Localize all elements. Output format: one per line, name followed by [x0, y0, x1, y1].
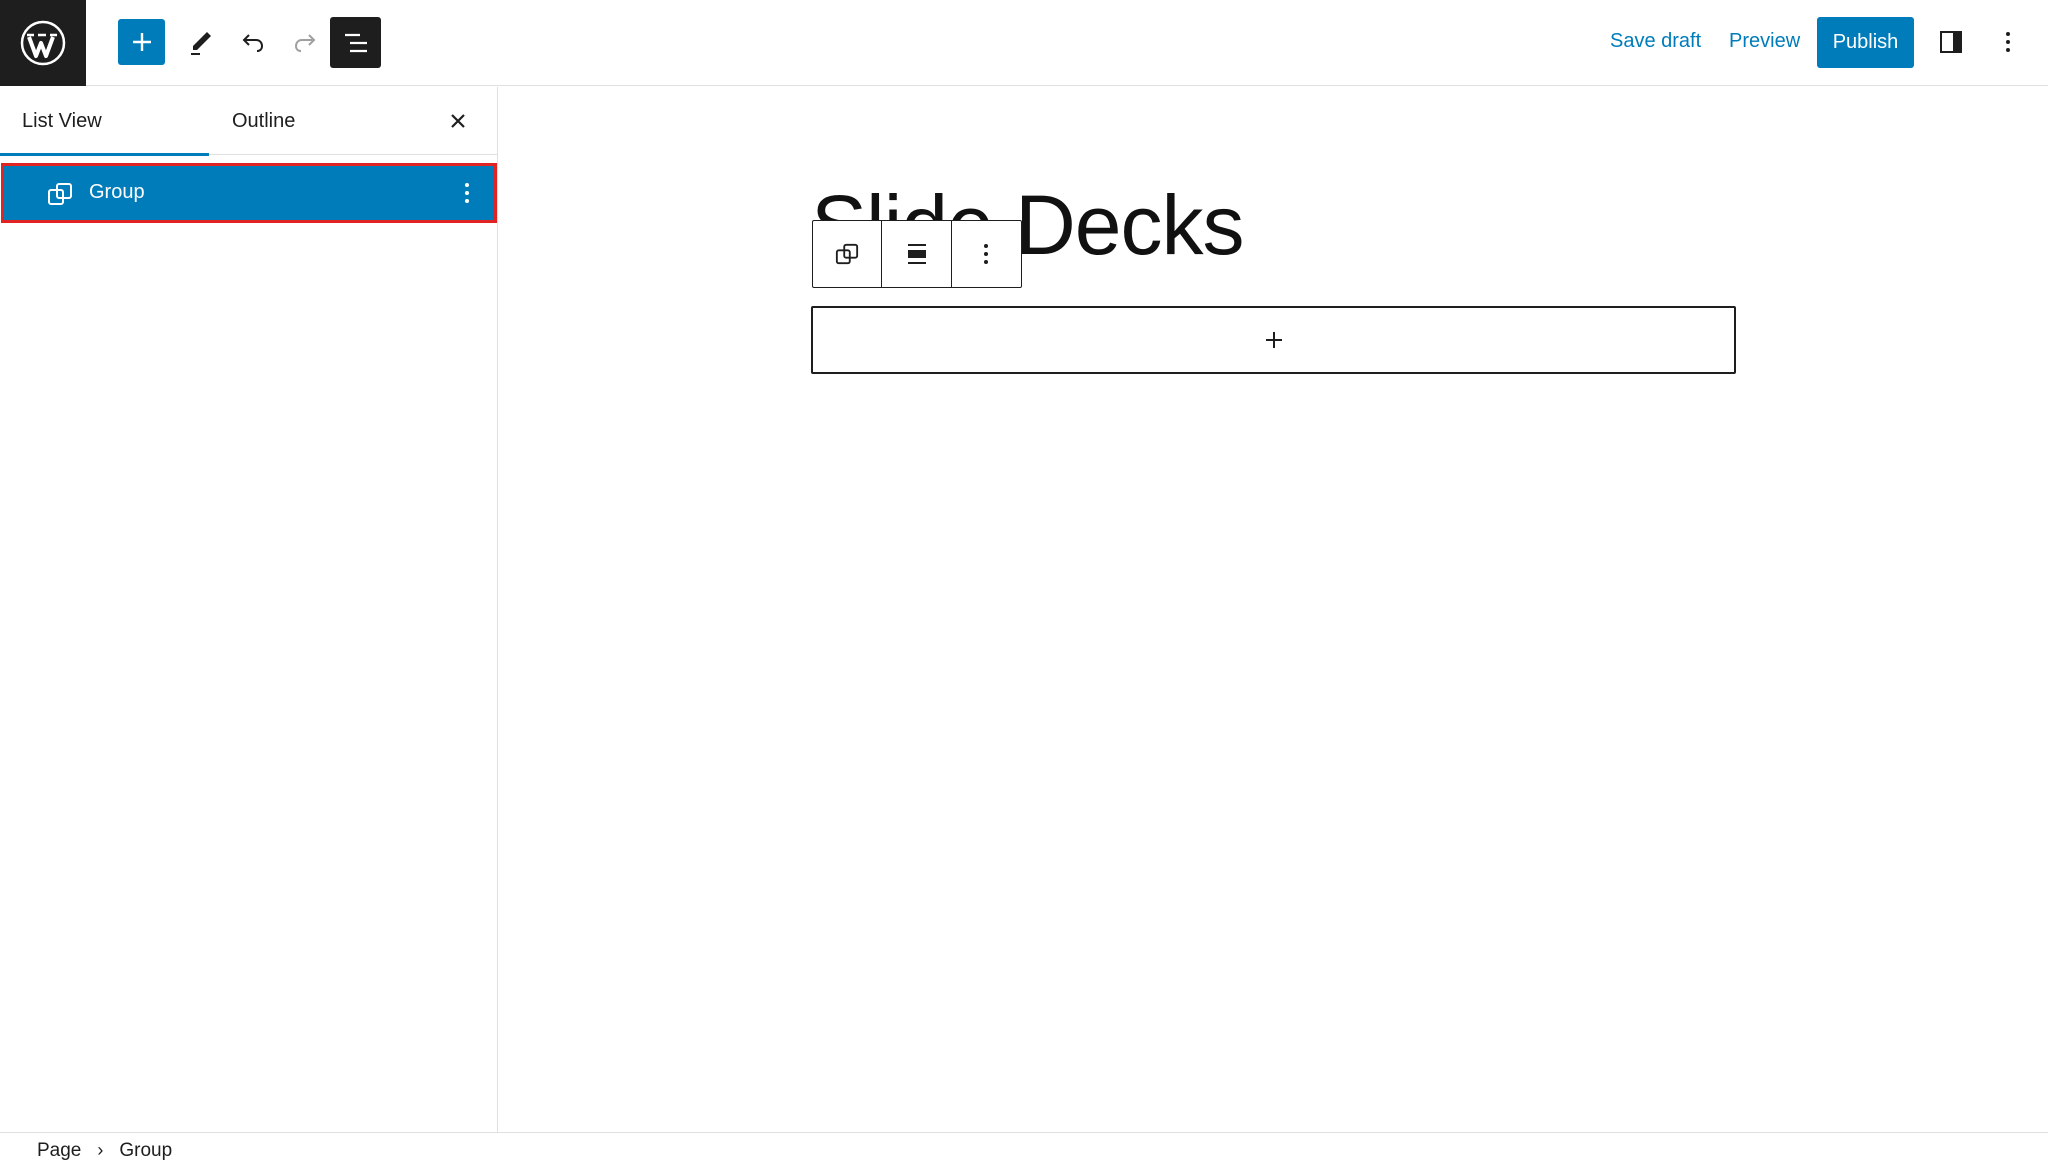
breadcrumb-group: Group: [119, 1139, 173, 1161]
more-vertical-icon: [465, 183, 469, 203]
sidebar-tabs: List View Outline: [0, 87, 497, 156]
align-icon: [907, 244, 926, 264]
wordpress-logo-icon: [20, 20, 66, 66]
group-block[interactable]: [811, 306, 1736, 374]
undo-icon: [242, 34, 264, 52]
more-vertical-icon: [984, 244, 989, 264]
block-breadcrumb: Page › Group: [0, 1132, 2048, 1168]
settings-toggle-button[interactable]: [1928, 19, 1974, 65]
redo-button[interactable]: [282, 19, 328, 65]
list-view-item-options-button[interactable]: [452, 178, 482, 208]
editor-canvas: Slide Decks: [499, 87, 2048, 1132]
tab-list-view[interactable]: List View: [0, 87, 209, 156]
publish-button[interactable]: Publish: [1817, 17, 1914, 68]
block-toolbar: [812, 220, 1022, 288]
close-icon: [451, 114, 465, 128]
plus-icon: [132, 33, 151, 51]
block-inserter-button[interactable]: [118, 19, 165, 65]
undo-button[interactable]: [230, 19, 276, 65]
editor-header: Save draft Preview Publish: [0, 0, 2048, 86]
sidebar-toggle-icon: [1940, 31, 1962, 53]
redo-icon: [294, 34, 316, 52]
block-options-button[interactable]: [952, 221, 1021, 287]
options-button[interactable]: [1985, 19, 2031, 65]
breadcrumb-page[interactable]: Page: [37, 1139, 82, 1161]
group-icon: [48, 183, 72, 205]
list-view-toggle-button[interactable]: [330, 17, 381, 68]
wordpress-logo-button[interactable]: [0, 0, 86, 86]
group-icon: [836, 243, 859, 265]
more-vertical-icon: [2006, 32, 2010, 52]
list-view-item-label: Group: [89, 181, 145, 203]
chevron-right-icon: ›: [97, 1140, 104, 1160]
list-view-icon: [344, 33, 367, 52]
list-view-item-group[interactable]: Group: [1, 163, 497, 223]
pencil-icon: [191, 32, 211, 55]
close-sidebar-button[interactable]: [438, 101, 478, 141]
list-view-sidebar: List View Outline Group: [0, 87, 498, 1132]
tools-button[interactable]: [178, 19, 224, 65]
block-type-button[interactable]: [813, 221, 883, 287]
plus-icon[interactable]: [1263, 329, 1285, 351]
tab-outline[interactable]: Outline: [232, 109, 296, 132]
align-button[interactable]: [882, 221, 952, 287]
preview-button[interactable]: Preview: [1729, 30, 1801, 52]
save-draft-button[interactable]: Save draft: [1610, 30, 1702, 52]
